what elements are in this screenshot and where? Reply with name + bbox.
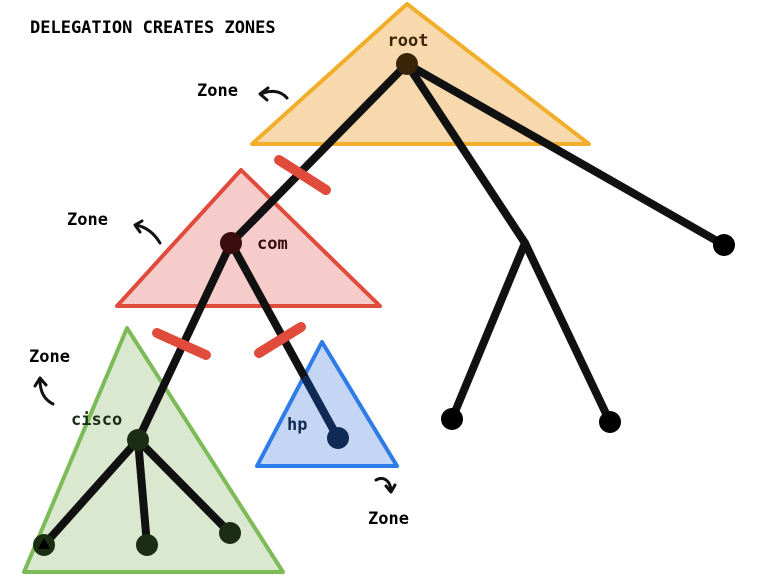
arrow-root-zone-head [258, 86, 270, 102]
zone-label-root: Zone [197, 81, 238, 101]
zone-label-cisco: Zone [29, 347, 70, 367]
edge-mid-left [448, 239, 529, 423]
edge-cisco-mid [134, 436, 151, 549]
delegation-mark-com-cisco [152, 328, 211, 360]
zone-arrows [33, 86, 397, 494]
node-label-hp: hp [287, 415, 307, 435]
edge-mid-right [521, 239, 614, 426]
tree-nodes [33, 53, 735, 556]
node-root [396, 53, 418, 75]
arrow-cisco-zone-head [33, 376, 48, 388]
cisco-left-leaf-marker [38, 538, 50, 549]
hp-zone-triangle [255, 340, 399, 468]
node-cisco-mid-leaf [136, 534, 158, 556]
edge-root-mid [403, 60, 529, 247]
node-right-leaf [713, 234, 735, 256]
edge-cisco-right [134, 436, 234, 537]
node-label-root: root [388, 31, 429, 51]
edge-root-right [403, 60, 728, 249]
diagram-title: DELEGATION CREATES ZONES [30, 18, 276, 38]
node-label-cisco: cisco [71, 410, 122, 430]
edge-hp-inside [302, 376, 342, 442]
node-mid-left-leaf [441, 408, 463, 430]
arrow-hp-zone [374, 476, 393, 492]
node-hp [327, 427, 349, 449]
node-com [220, 232, 242, 254]
arrow-cisco-zone [38, 378, 55, 406]
node-label-com: com [257, 234, 288, 254]
delegation-marks [152, 155, 331, 360]
arrow-com-zone [134, 223, 162, 245]
node-cisco [127, 429, 149, 451]
node-cisco-right-leaf [219, 522, 241, 544]
zone-label-com: Zone [67, 210, 108, 230]
delegation-mark-com-hp [254, 322, 306, 358]
edge-cisco-left [40, 436, 142, 549]
arrow-com-zone-head [133, 219, 144, 234]
arrow-hp-zone-head [384, 483, 397, 494]
node-mid-right-leaf [599, 411, 621, 433]
com-zone-triangle [115, 168, 382, 308]
delegation-mark-root-com [274, 155, 331, 195]
zone-label-hp: Zone [368, 509, 409, 529]
edge-root-com [227, 60, 411, 247]
